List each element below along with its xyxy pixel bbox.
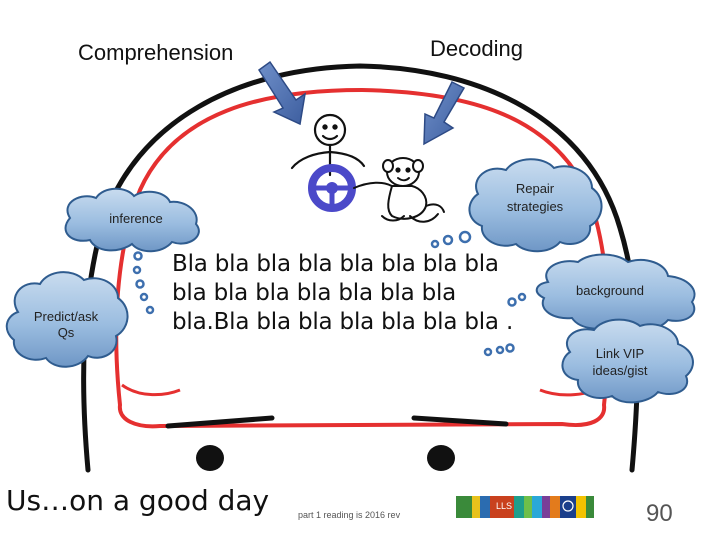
right-eye <box>427 445 455 471</box>
repair-strategies-cloud-label: Repair strategies <box>490 180 580 216</box>
link-vip-line-2: ideas/gist <box>592 362 648 378</box>
decoding-arrow <box>423 80 466 146</box>
predict-ask-line-2: Qs <box>57 325 75 341</box>
page-number: 90 <box>646 500 673 527</box>
left-eyebrow <box>165 415 275 429</box>
stick-figure-driver-icon <box>290 113 366 177</box>
body-text: Bla bla bla bla bla bla bla bla bla bla … <box>172 250 572 337</box>
steering-wheel-icon <box>308 164 356 212</box>
comprehension-label: Comprehension <box>78 40 234 65</box>
body-text-line-3: bla.Bla bla bla bla bla bla bla . <box>172 309 514 335</box>
repair-line-2: strategies <box>506 199 564 215</box>
predict-ask-cloud <box>5 271 129 368</box>
right-eyebrow <box>411 415 509 427</box>
link-vip-cloud <box>561 318 694 404</box>
decoding-label: Decoding <box>430 36 523 61</box>
monkey-icon <box>353 157 445 223</box>
comprehension-arrow <box>257 60 307 126</box>
predict-ask-cloud-label: Predict/ask Qs <box>14 309 118 342</box>
body-text-line-1: Bla bla bla bla bla bla bla bla <box>172 251 499 277</box>
body-text-line-2: bla bla bla bla bla bla bla <box>172 280 457 306</box>
source-note: part 1 reading is 2016 rev <box>298 510 401 520</box>
link-vip-line-1: Link VIP <box>595 346 645 361</box>
logo-text: LLS <box>496 501 513 511</box>
left-eye <box>196 445 224 471</box>
caption: Us…on a good day <box>6 484 270 517</box>
repair-strategies-cloud <box>468 158 603 253</box>
logo-strip <box>456 496 594 518</box>
background-cloud <box>535 253 696 332</box>
link-vip-cloud-label: Link VIP ideas/gist <box>576 346 664 380</box>
predict-ask-line-1: Predict/ask <box>33 309 99 324</box>
background-cloud-label: background <box>576 283 644 298</box>
thought-trail-dots <box>132 230 527 357</box>
repair-line-1: Repair <box>515 181 555 196</box>
inference-cloud <box>64 187 200 253</box>
inference-cloud-label: inference <box>109 211 163 226</box>
